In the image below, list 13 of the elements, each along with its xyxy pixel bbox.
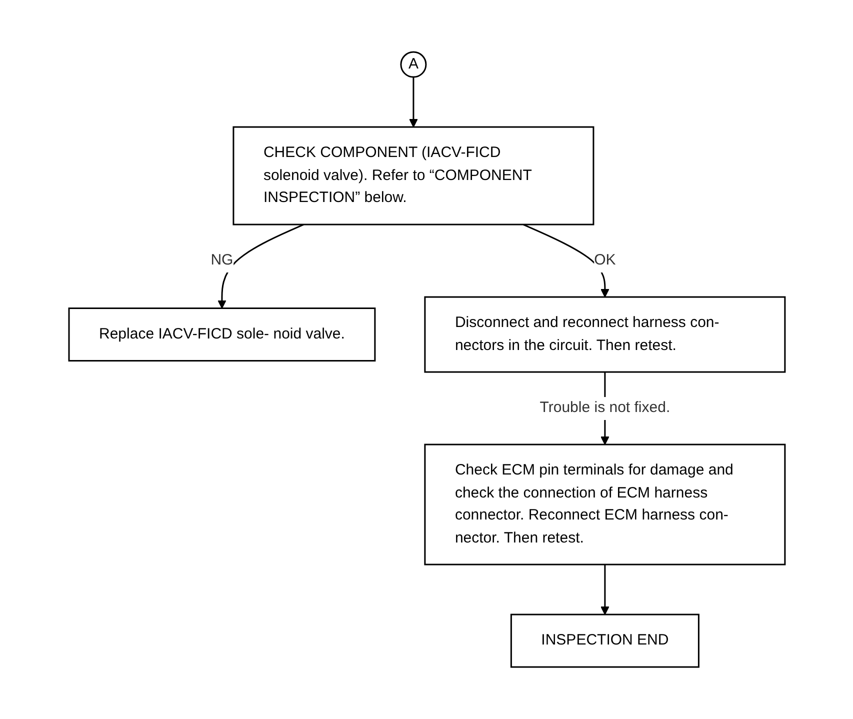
node-circle: A [400, 51, 426, 78]
edge-label: NG [210, 252, 233, 268]
node-box: Replace IACV-FICD sole- noid valve. [68, 308, 376, 362]
node-box: Check ECM pin terminals for damage and check the connection of ECM harness connector. Reconnect ECM harness con- nector. Then retest. [424, 444, 786, 566]
arrow [408, 77, 418, 128]
edge-label: Trouble is not fixed. [539, 399, 670, 416]
node-box: INSPECTION END [510, 614, 699, 668]
arrow [600, 564, 609, 615]
arrow [522, 224, 609, 298]
edge-label: OK [594, 252, 616, 268]
node-box: Disconnect and reconnect harness con- nectors in the circuit. Then retest. [424, 296, 786, 373]
node-box: CHECK COMPONENT (IACV-FICD solenoid valve). Refer to “COMPONENT INSPECTION” below. [232, 126, 594, 226]
arrow [217, 224, 304, 309]
